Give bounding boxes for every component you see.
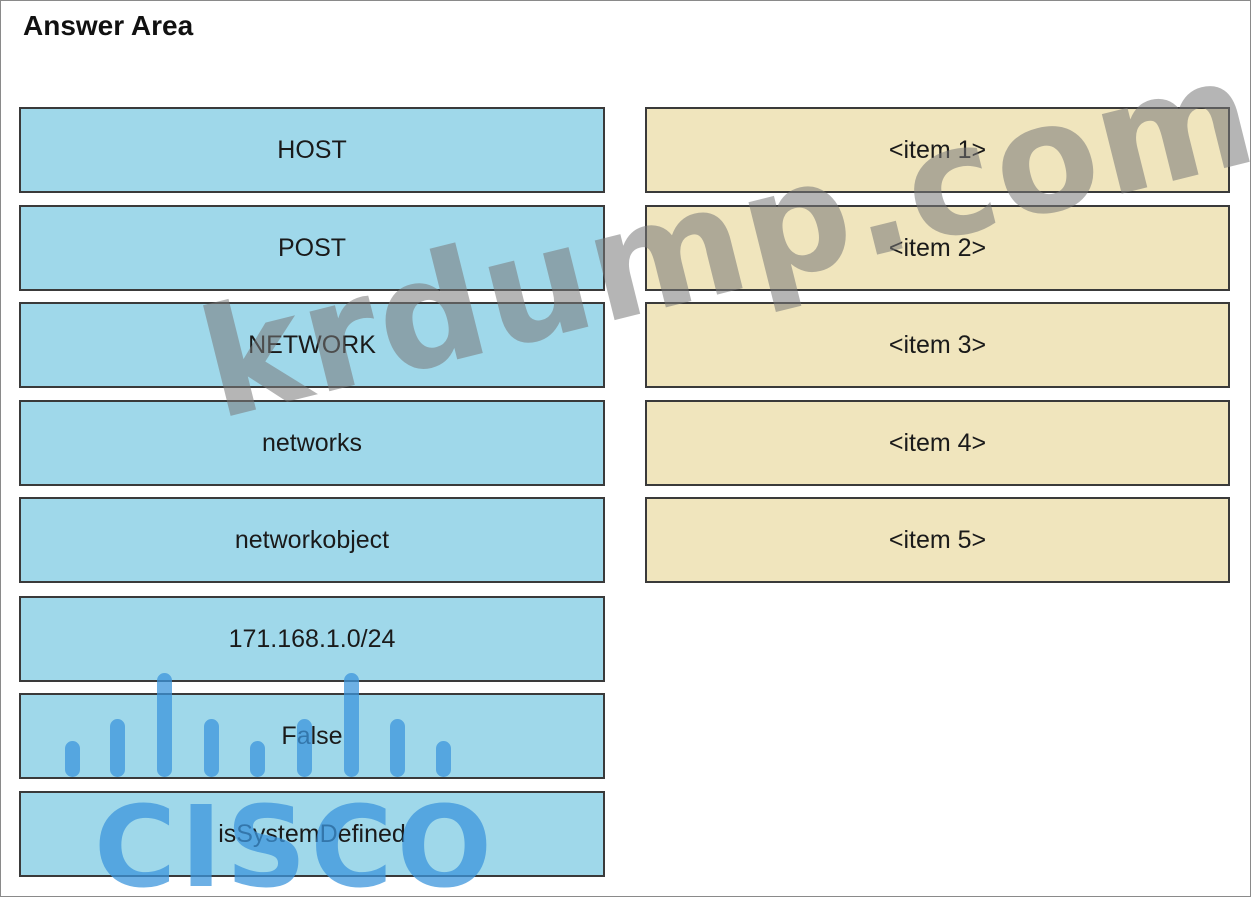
target-slot-5[interactable]: <item 5> — [645, 497, 1230, 583]
target-slot-2[interactable]: <item 2> — [645, 205, 1230, 291]
source-item-label: False — [281, 721, 343, 750]
target-slot-label: <item 5> — [888, 525, 987, 554]
answer-area-title: Answer Area — [23, 10, 194, 41]
target-slot-1[interactable]: <item 1> — [645, 107, 1230, 193]
target-slot-label: <item 3> — [888, 330, 987, 359]
source-item-host[interactable]: HOST — [19, 107, 605, 193]
source-item-network[interactable]: NETWORK — [19, 302, 605, 388]
source-item-post[interactable]: POST — [19, 205, 605, 291]
source-item-label: POST — [277, 233, 347, 262]
source-item-ip-range[interactable]: 171.168.1.0/24 — [19, 596, 605, 682]
source-item-networkobject[interactable]: networkobject — [19, 497, 605, 583]
source-item-label: networks — [261, 428, 363, 457]
target-slot-label: <item 4> — [888, 428, 987, 457]
source-item-networks[interactable]: networks — [19, 400, 605, 486]
source-item-label: NETWORK — [248, 330, 376, 359]
source-item-label: HOST — [277, 135, 347, 164]
target-slot-4[interactable]: <item 4> — [645, 400, 1230, 486]
target-slot-label: <item 1> — [888, 135, 987, 164]
source-item-label: networkobject — [234, 525, 390, 554]
target-slot-label: <item 2> — [888, 233, 987, 262]
target-slot-3[interactable]: <item 3> — [645, 302, 1230, 388]
source-item-false[interactable]: False — [19, 693, 605, 779]
source-item-issystemdefined[interactable]: isSystemDefined — [19, 791, 605, 877]
source-item-label: 171.168.1.0/24 — [228, 624, 396, 653]
source-item-label: isSystemDefined — [218, 819, 406, 848]
